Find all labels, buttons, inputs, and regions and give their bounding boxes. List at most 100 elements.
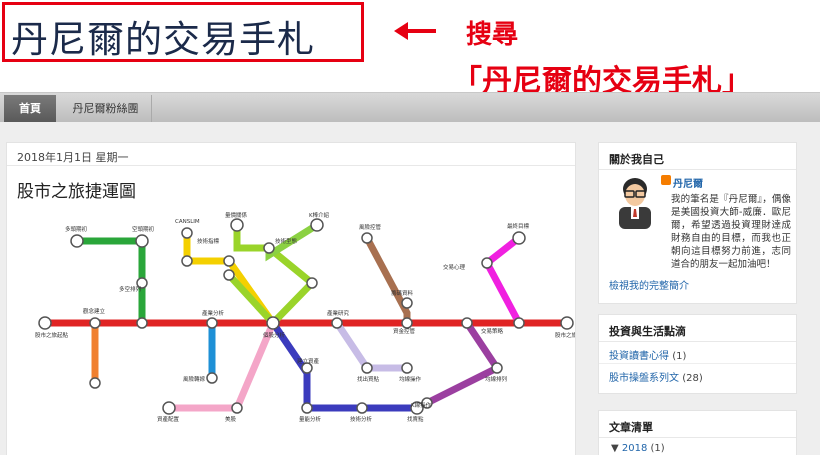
label-link-reading[interactable]: 投資讀書心得 — [609, 351, 669, 362]
archive-year-item: ▼ 2018 (1) — [611, 443, 665, 454]
divider — [599, 363, 796, 364]
metro-label: 風險控管 — [359, 223, 382, 231]
metro-label: 風險轉嫁 — [183, 375, 206, 383]
post-date: 2018年1月1日 星期一 — [17, 151, 129, 164]
archive-count: (1) — [650, 443, 665, 454]
label-count: (1) — [672, 351, 687, 362]
metro-station — [401, 297, 413, 309]
metro-label: 資產配置 — [157, 415, 180, 423]
divider — [599, 437, 796, 438]
metro-label: 產業分析 — [202, 309, 225, 317]
profile-name-link[interactable]: 丹尼爾 — [673, 179, 703, 190]
metro-line-yellow — [183, 233, 276, 326]
metro-station — [560, 316, 574, 330]
metro-station — [223, 255, 235, 267]
metro-label: 股市之旅終點 — [555, 331, 575, 339]
metro-line-lime-2 — [226, 272, 276, 326]
metro-label: 技術分析 — [350, 415, 373, 423]
blog-title[interactable]: 丹尼爾的交易手札 — [11, 18, 315, 61]
metro-line-magenta — [482, 235, 523, 325]
metro-label: 交易心理 — [443, 263, 466, 271]
metro-label: 建立資產 — [297, 357, 320, 365]
metro-label: 技術型態 — [275, 237, 298, 245]
widget-title: 關於我自己 — [609, 153, 664, 166]
metro-station — [223, 269, 235, 281]
metro-label: 多頭期初 — [65, 225, 88, 233]
blogger-icon — [661, 175, 671, 185]
metro-station — [206, 317, 218, 329]
widget-title: 投資與生活點滴 — [609, 325, 686, 338]
blog-title-box: 丹尼爾的交易手札 — [2, 2, 364, 62]
metro-station — [331, 317, 343, 329]
metro-station — [301, 362, 313, 374]
view-full-profile-link[interactable]: 檢視我的完整簡介 — [609, 281, 689, 292]
post-title[interactable]: 股市之旅捷運圖 — [17, 182, 136, 202]
metro-label: K棒介紹 — [309, 211, 330, 219]
metro-line-purple — [425, 321, 503, 407]
metro-label: 量能分析 — [299, 415, 322, 423]
metro-label: 股市之旅起點 — [35, 331, 69, 339]
metro-label: 最終目標 — [507, 222, 530, 230]
metro-station — [266, 316, 280, 330]
metro-label: 均線排列 — [485, 375, 508, 383]
about-description: 我的筆名是『丹尼爾』，偶像是美國投資大師-威廉．歐尼爾，希望透過投資理財達成財務… — [609, 193, 791, 271]
metro-station — [361, 232, 373, 244]
label-count: (28) — [682, 373, 703, 384]
metro-line-pink — [169, 321, 277, 412]
metro-label: CANSLIM — [175, 219, 200, 225]
search-hint-text: 搜尋 — [466, 20, 519, 50]
metro-station — [181, 255, 193, 267]
metro-station — [230, 218, 244, 232]
about-me-widget: 關於我自己 丹尼爾 我的筆名是『丹尼爾』，偶像是美國投資大師-威廉．歐尼爾，希望… — [598, 142, 797, 304]
metro-label: 多空排列 — [119, 285, 142, 293]
archive-widget: 文章清單 ▼ 2018 (1) — [598, 410, 797, 455]
metro-station — [421, 397, 433, 409]
blog-post: 2018年1月1日 星期一 股市之旅捷運圖 — [6, 142, 576, 455]
metro-line-brown — [363, 236, 411, 323]
metro-station — [481, 257, 493, 269]
metro-station — [263, 242, 275, 254]
metro-station — [512, 231, 526, 245]
metro-station — [162, 401, 176, 415]
metro-station — [491, 362, 503, 374]
metro-label: 個股分析 — [263, 331, 286, 339]
metro-label: 技術指標 — [197, 237, 220, 245]
metro-station — [181, 227, 193, 239]
metro-station — [401, 317, 413, 329]
collapse-toggle-icon[interactable]: ▼ — [611, 443, 619, 454]
metro-station — [356, 402, 368, 414]
investment-life-widget: 投資與生活點滴 投資讀書心得 (1) 股市操盤系列文 (28) — [598, 314, 797, 394]
tab-fans-page[interactable]: 丹尼爾粉絲團 — [60, 95, 152, 123]
metro-station — [401, 362, 413, 374]
metro-label: 觀念建立 — [83, 307, 106, 315]
metro-label: 找賣點 — [407, 415, 424, 423]
metro-station — [206, 372, 218, 384]
metro-station — [136, 317, 148, 329]
about-text: 我的筆名是『丹尼爾』，偶像是美國投資大師-威廉．歐尼爾，希望透過投資理財達成財務… — [671, 194, 791, 270]
metro-label: 找出買點 — [357, 375, 380, 383]
metro-station — [136, 277, 148, 289]
metro-label: 籌碼資料 — [391, 289, 414, 297]
metro-label: 空頭期初 — [132, 225, 155, 233]
label-item: 投資讀書心得 (1) — [609, 347, 686, 362]
divider — [599, 341, 796, 342]
metro-station — [89, 317, 101, 329]
label-item: 股市操盤系列文 (28) — [609, 369, 703, 384]
metro-label: K線操作 — [411, 401, 432, 409]
metro-station — [513, 317, 525, 329]
metro-station — [410, 401, 424, 415]
nav-bar: 首頁 丹尼爾粉絲團 — [0, 92, 820, 123]
metro-station — [70, 234, 84, 248]
left-arrow-icon — [394, 22, 436, 40]
metro-label: 產業研究 — [327, 309, 350, 317]
divider — [7, 165, 575, 166]
metro-label: 交易策略 — [481, 327, 504, 335]
metro-station — [89, 377, 101, 389]
avatar[interactable] — [613, 173, 657, 229]
tab-home[interactable]: 首頁 — [4, 95, 56, 123]
archive-year-link[interactable]: 2018 — [621, 443, 648, 454]
metro-label: 量價關係 — [225, 211, 248, 219]
label-link-trading-series[interactable]: 股市操盤系列文 — [609, 373, 679, 384]
metro-label: 資金控管 — [393, 327, 416, 335]
